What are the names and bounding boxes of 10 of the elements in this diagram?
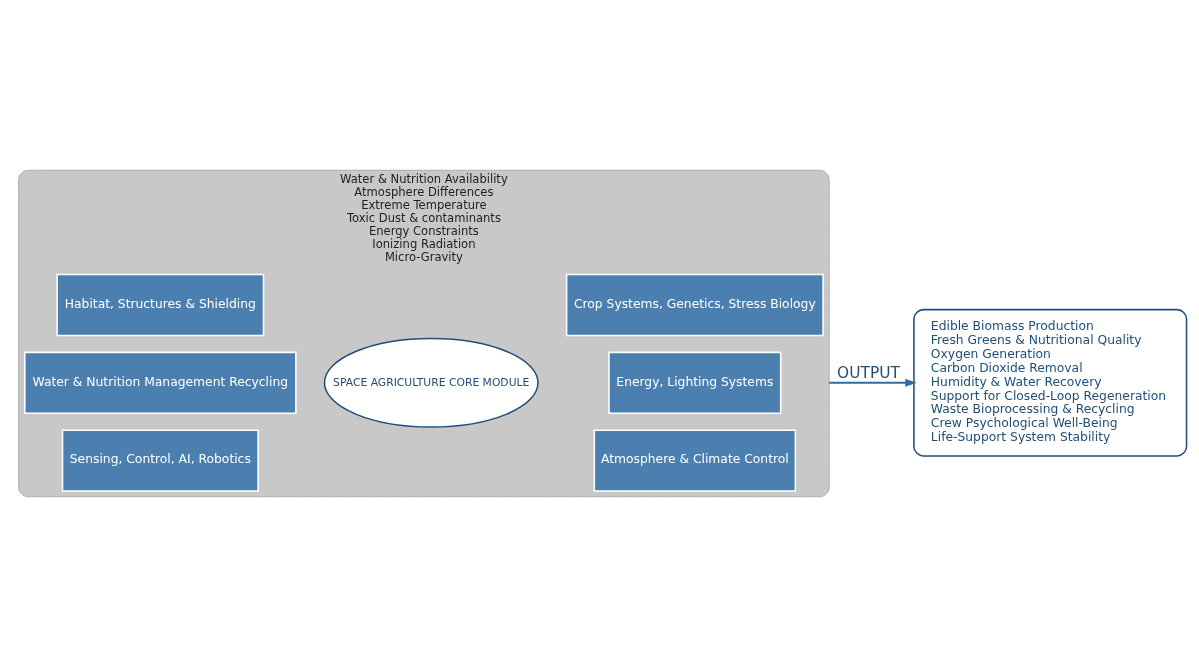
node-box: Habitat, Structures & Shielding — [56, 273, 265, 336]
node-box: Energy, Lighting Systems — [608, 351, 782, 414]
node-box: Crop Systems, Genetics, Stress Biology — [565, 273, 824, 336]
node-box: Atmosphere & Climate Control — [593, 428, 797, 492]
arrow — [828, 378, 917, 387]
node-ellipse: SPACE AGRICULTURE CORE MODULE — [323, 337, 539, 428]
node-box: Water & Nutrition Management Recycling — [24, 351, 297, 414]
edge-label: OUTPUT — [837, 363, 900, 382]
node-box: Sensing, Control, AI, Robotics — [61, 428, 259, 492]
node-box: Edible Biomass Production Fresh Greens & Nutritional Quality Oxygen Generation Carbon Dioxide Removal Humidity & Water Recovery Support for Closed-Loop Regeneration Waste Bioprocessing & Recycling Crew Psychological Well-Being Life-Support System Stability — [913, 308, 1188, 457]
